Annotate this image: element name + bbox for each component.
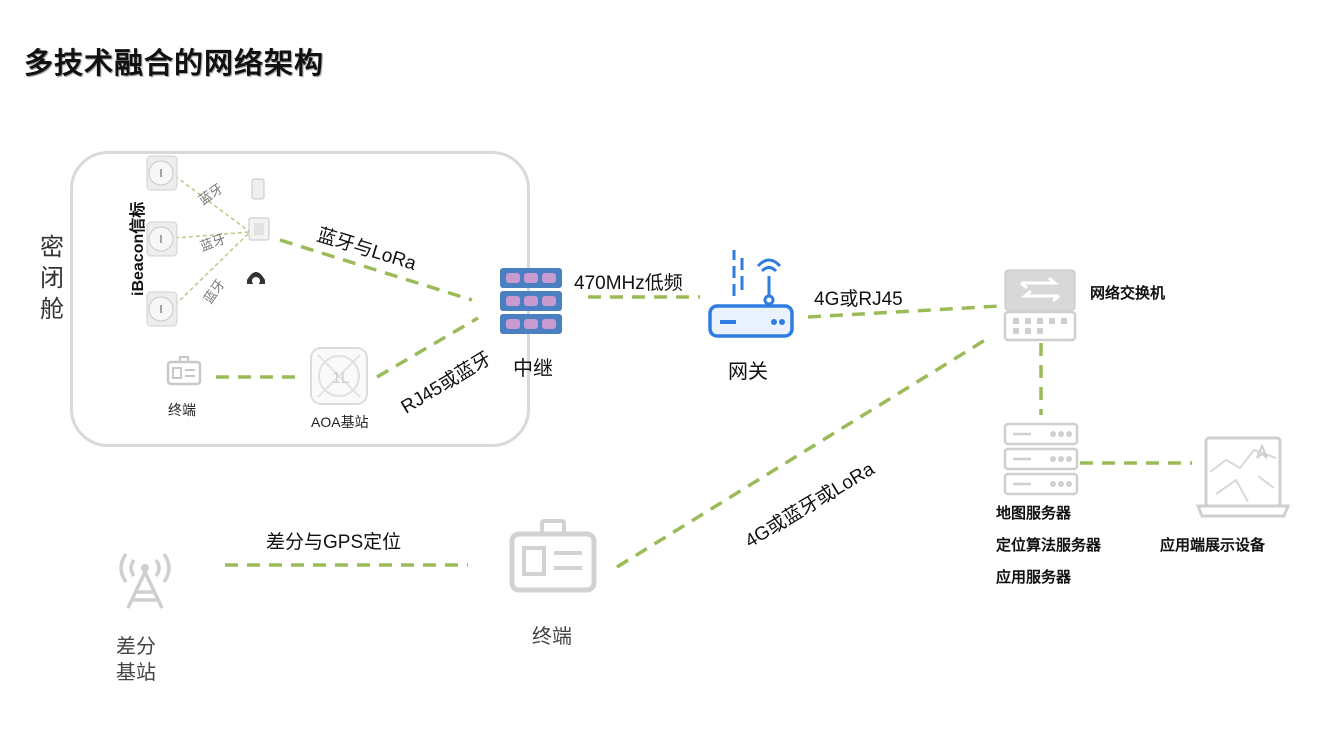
aoa-station-label: AOA基站 — [311, 414, 369, 430]
link-diff-gps-label: 差分与GPS定位 — [266, 532, 402, 553]
beacon-icon — [146, 291, 178, 327]
server-icon — [1003, 422, 1079, 496]
switch-icon — [1003, 269, 1077, 342]
switch-label: 网络交换机 — [1090, 284, 1166, 302]
beacon-icon — [146, 221, 178, 257]
router-icon — [708, 250, 794, 338]
badge-icon — [166, 356, 202, 386]
sealed-cabin-label-char: 闭 — [40, 265, 64, 292]
server-label: 应用服务器 — [996, 568, 1072, 586]
display-label: 应用端展示设备 — [1160, 536, 1266, 554]
link-4g-rj45-label: 4G或RJ45 — [814, 289, 903, 310]
diff-station-label-line: 差分 — [116, 636, 156, 658]
beacon-icon — [146, 155, 178, 191]
server-label: 定位算法服务器 — [996, 536, 1102, 554]
receiver-device-icon — [248, 217, 270, 241]
link-bt-lora-line — [279, 238, 473, 302]
aoa-icon: 1L — [310, 347, 368, 405]
tag-device-icon — [251, 178, 265, 200]
svg-text:1L: 1L — [332, 370, 350, 387]
link-4g-rj45-line — [807, 304, 1001, 319]
link-470mhz-label: 470MHz低频 — [574, 273, 683, 294]
beacon-link-line — [174, 231, 251, 306]
sealed-cabin-label-char: 舱 — [40, 296, 64, 323]
server-label: 地图服务器 — [996, 504, 1072, 522]
beacon-link-line — [174, 175, 251, 233]
sealed-cabin-label: 密 闭 舱 — [37, 232, 67, 325]
link-rj45-bt-line — [376, 316, 479, 379]
laptop-icon — [1196, 436, 1291, 518]
page-title: 多技术融合的网络架构 — [24, 46, 325, 80]
terminal-label: 终端 — [532, 626, 572, 648]
beacon-link-line — [174, 231, 251, 239]
badge-icon — [509, 519, 597, 593]
sealed-cabin-label-char: 密 — [40, 234, 64, 261]
tower-icon — [119, 552, 171, 609]
helmet-icon — [247, 272, 265, 285]
link-4g-bt-lora-line — [616, 335, 991, 569]
relay-rack-icon — [500, 268, 562, 334]
diff-station-label: 差分 基站 — [116, 634, 156, 686]
terminal-small-label: 终端 — [168, 402, 196, 418]
relay-label: 中继 — [513, 358, 553, 380]
gateway-label: 网关 — [728, 361, 768, 383]
diff-station-label-line: 基站 — [116, 662, 156, 684]
ibeacon-label: iBeacon信标 — [130, 201, 147, 296]
